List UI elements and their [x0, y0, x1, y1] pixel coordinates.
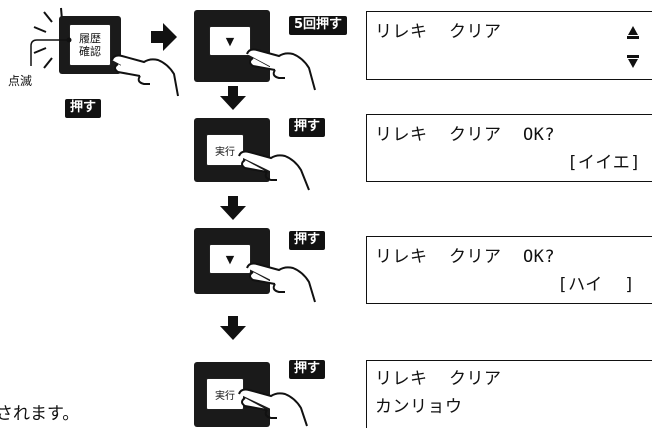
key-label-line1: 履歴 [79, 32, 101, 45]
press-tag-left: 押す [65, 99, 102, 118]
lcd-line2: カンリョウ [375, 397, 463, 417]
lcd-display-step2: リレキ クリア OK? [イイエ] [366, 114, 652, 182]
caption-text: されます。 [0, 404, 80, 424]
press-tag-step2: 押す [289, 118, 326, 137]
down-key-step1[interactable]: ▼ [194, 10, 270, 82]
down-arrow-icon [220, 196, 246, 220]
lcd-line1: リレキ クリア [375, 369, 502, 389]
history-confirm-key[interactable]: 履歴 確認 [59, 16, 121, 74]
press-tag-step4: 押す [289, 360, 326, 379]
down-key-symbol: ▼ [225, 252, 235, 266]
press-tag-step3: 押す [289, 231, 326, 250]
lcd-line1: リレキ クリア [375, 22, 502, 42]
press-five-times-tag: 5回押す [289, 16, 348, 35]
lcd-line2: [イイエ] [567, 153, 641, 173]
scroll-down-icon [627, 55, 639, 68]
lcd-display-step1: リレキ クリア [366, 11, 652, 80]
lcd-line2: [ハイ ] [557, 275, 635, 295]
pressing-hand-icon [111, 54, 179, 97]
pressing-hand-icon [246, 262, 316, 303]
lcd-line1: リレキ クリア OK? [375, 125, 556, 145]
execute-key-label: 実行 [215, 390, 235, 402]
lcd-line1: リレキ クリア OK? [375, 247, 556, 267]
blink-pointer-line [30, 37, 72, 66]
execute-key-step2[interactable]: 実行 [194, 118, 270, 182]
down-arrow-icon [220, 86, 246, 110]
down-key-step3[interactable]: ▼ [194, 228, 270, 294]
pressing-hand-icon [246, 48, 316, 91]
lcd-display-step4: リレキ クリア カンリョウ [366, 360, 652, 428]
lcd-display-step3: リレキ クリア OK? [ハイ ] [366, 236, 652, 304]
pressing-hand-icon [238, 150, 310, 191]
execute-key-label: 実行 [215, 146, 235, 158]
key-label-line2: 確認 [79, 45, 101, 58]
right-arrow-icon [151, 23, 177, 51]
down-key-symbol: ▼ [225, 34, 235, 48]
scroll-up-icon [627, 26, 639, 39]
blink-label: 点滅 [8, 74, 33, 88]
pressing-hand-icon [238, 388, 308, 427]
down-arrow-icon [220, 316, 246, 340]
